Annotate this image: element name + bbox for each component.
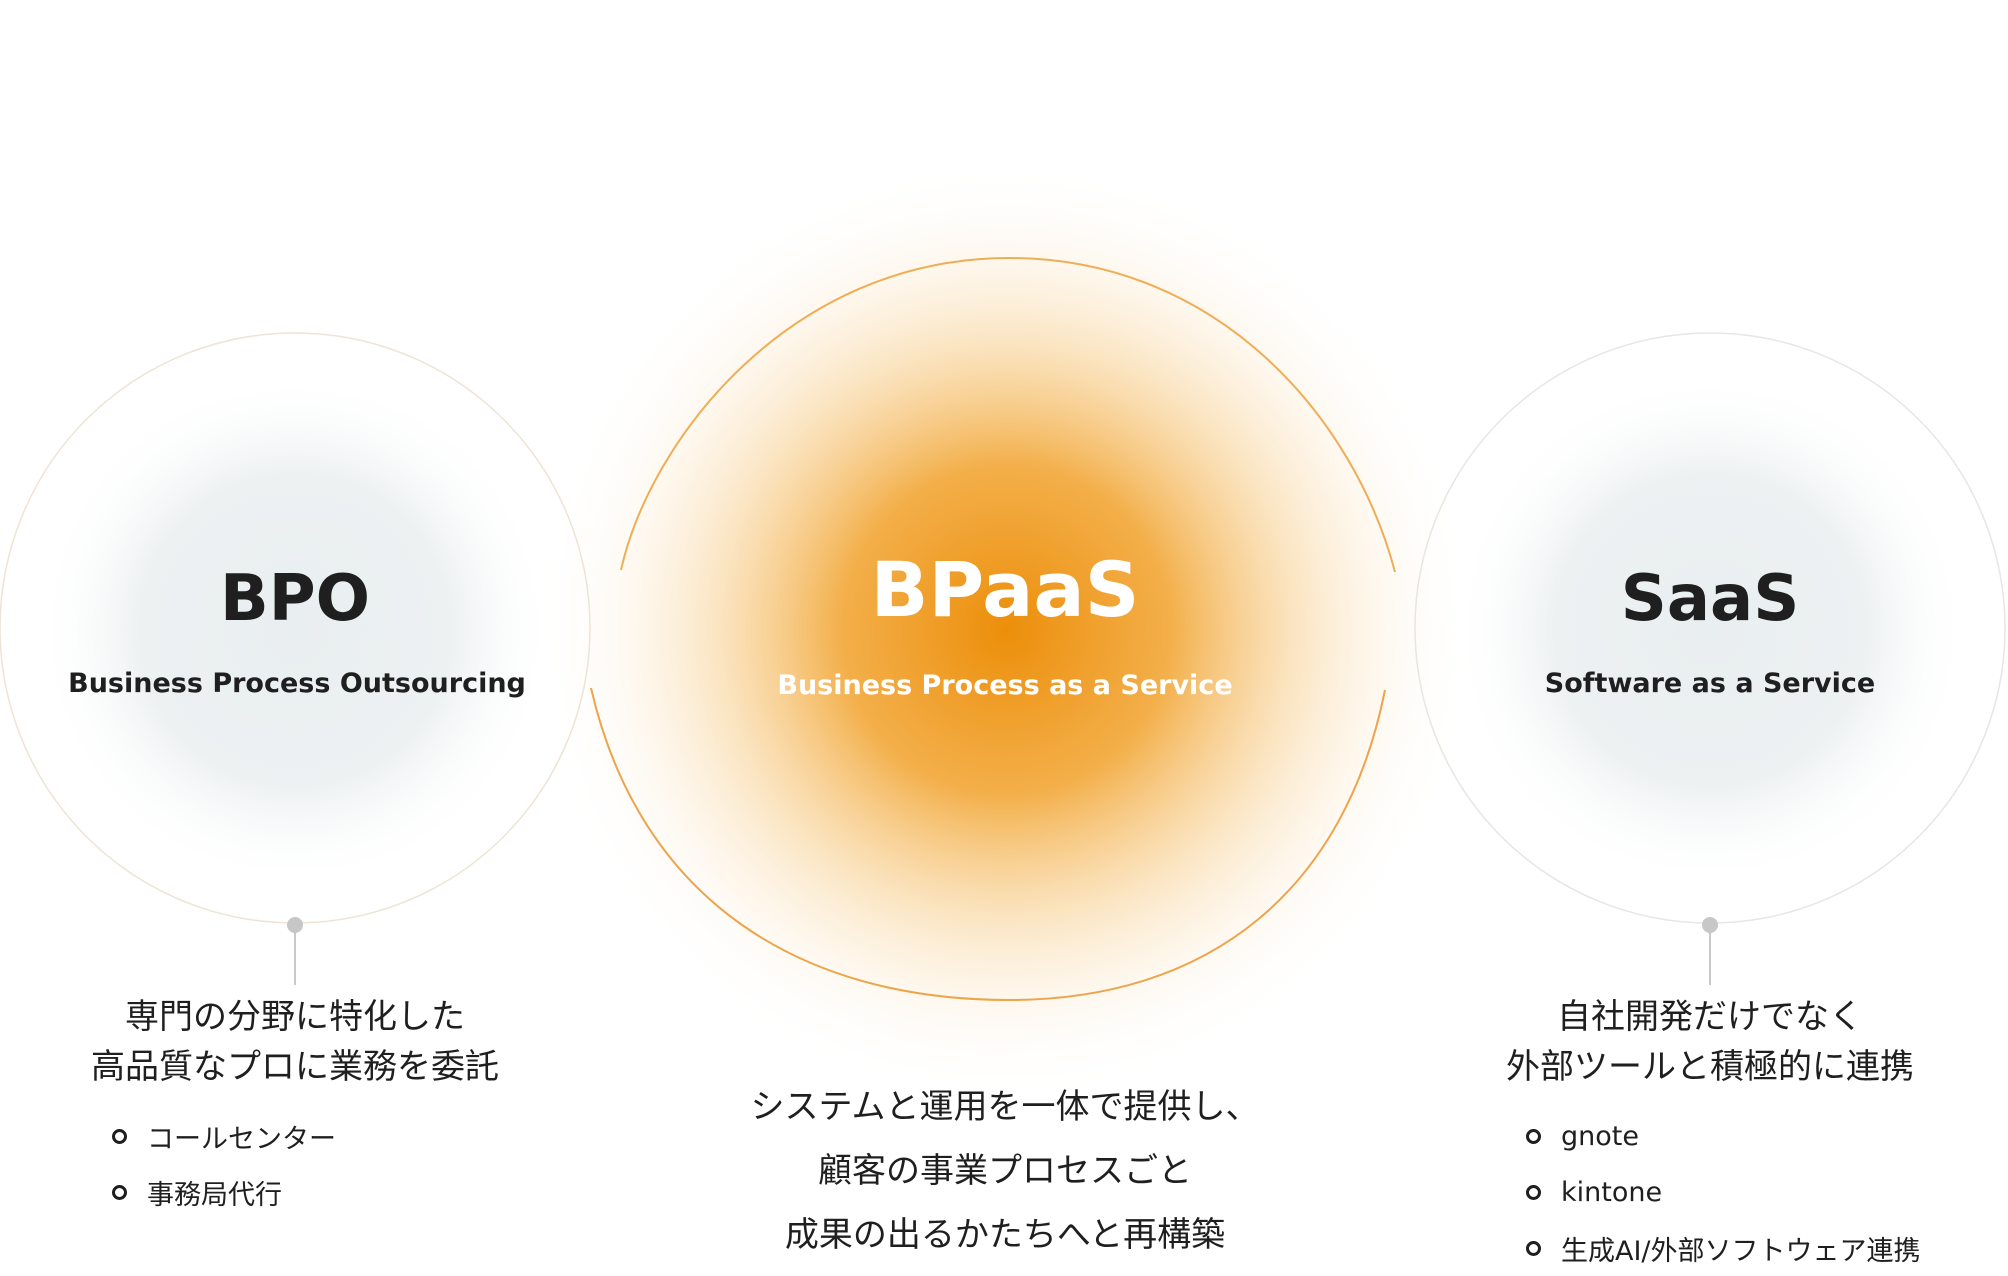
bullet-circle-icon	[112, 1128, 127, 1144]
bpo-description-line: 専門の分野に特化した	[125, 997, 465, 1037]
bpo-description-line: 高品質なプロに業務を委託	[91, 1047, 499, 1087]
bpaas-description-line: システムと運用を一体で提供し、	[750, 1087, 1260, 1127]
bpaas-description-line: 顧客の事業プロセスごと	[817, 1151, 1192, 1191]
list-item: 事務局代行	[112, 1164, 336, 1220]
bpaas-subtitle: Business Process as a Service	[777, 670, 1233, 701]
saas-subtitle: Software as a Service	[1544, 668, 1876, 699]
bullet-circle-icon	[112, 1184, 127, 1200]
list-item-label: 事務局代行	[147, 1179, 282, 1211]
list-item-label: コールセンター	[147, 1123, 336, 1155]
bpo-description: 専門の分野に特化した 高品質なプロに業務を委託	[91, 992, 499, 1092]
list-item: gnote	[1526, 1108, 1921, 1164]
saas-description-line: 外部ツールと積極的に連携	[1506, 1047, 1914, 1087]
saas-description-line: 自社開発だけでなく	[1557, 997, 1863, 1037]
bpo-subtitle: Business Process Outsourcing	[68, 668, 526, 699]
bpaas-glow	[536, 160, 1476, 1100]
saas-title: SaaS	[1620, 562, 1800, 636]
bullet-circle-icon	[1526, 1240, 1541, 1256]
bullet-circle-icon	[1526, 1184, 1541, 1200]
list-item-label: 生成AI/外部ソフトウェア連携	[1561, 1235, 1921, 1267]
bullet-circle-icon	[1526, 1128, 1541, 1144]
bpo-item-list: コールセンター 事務局代行	[112, 1108, 336, 1220]
bpaas-title: BPaaS	[870, 545, 1140, 634]
saas-circle-fill	[1450, 390, 1970, 870]
list-item: 生成AI/外部ソフトウェア連携	[1526, 1220, 1921, 1276]
bpaas-description-line: 成果の出るかたちへと再構築	[784, 1215, 1226, 1255]
list-item: kintone	[1526, 1164, 1921, 1220]
saas-description: 自社開発だけでなく 外部ツールと積極的に連携	[1506, 992, 1914, 1092]
saas-item-list: gnote kintone 生成AI/外部ソフトウェア連携	[1526, 1108, 1921, 1276]
bpo-title: BPO	[219, 562, 371, 636]
list-item: コールセンター	[112, 1108, 336, 1164]
bpaas-circle-outline-bottom	[590, 687, 1386, 1002]
saas-connector-dot	[1702, 917, 1718, 933]
bpaas-circle-outline-left	[620, 256, 1396, 573]
bpo-connector-dot	[287, 917, 303, 933]
list-item-label: gnote	[1561, 1120, 1639, 1152]
list-item-label: kintone	[1561, 1176, 1663, 1208]
bpaas-description: システムと運用を一体で提供し、 顧客の事業プロセスごと 成果の出るかたちへと再構…	[751, 1075, 1260, 1267]
bpo-circle-fill	[35, 390, 555, 870]
